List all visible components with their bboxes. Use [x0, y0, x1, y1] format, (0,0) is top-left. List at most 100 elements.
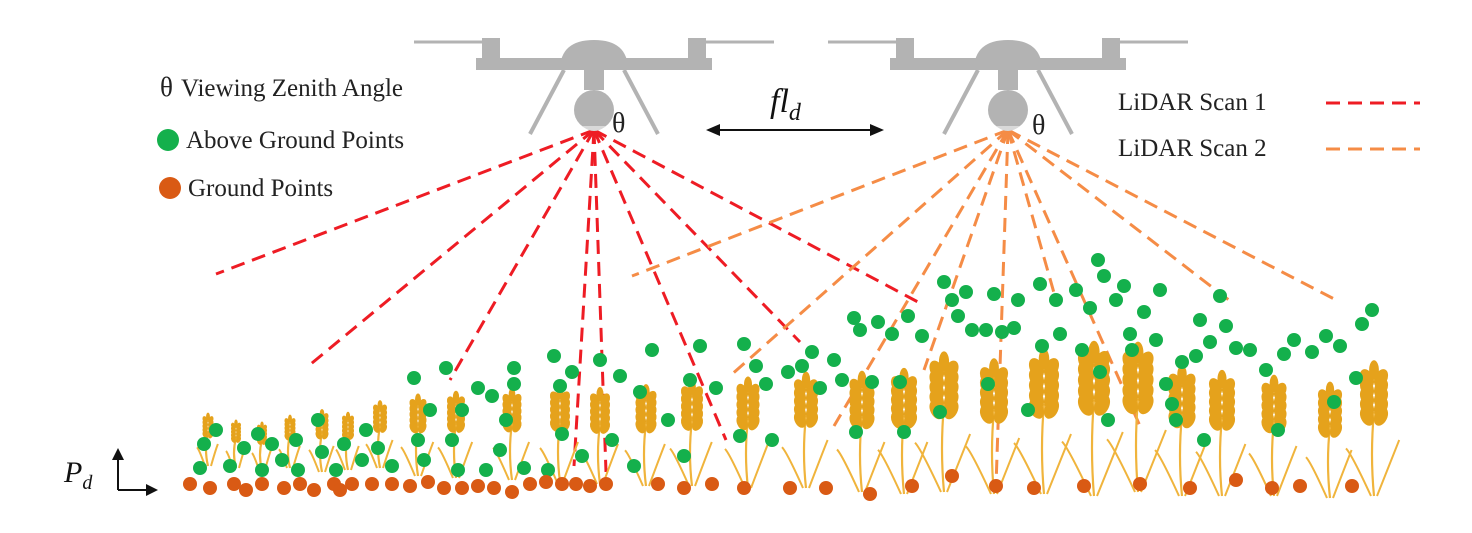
- wheat-leaf: [1106, 438, 1136, 493]
- above-ground-point: [683, 373, 697, 387]
- above-ground-point: [645, 343, 659, 357]
- position-axis: [112, 448, 158, 496]
- above-ground-point: [1049, 293, 1063, 307]
- ground-point: [333, 483, 347, 497]
- wheat-grain: [861, 412, 875, 430]
- axis-symbol: Pd: [63, 456, 93, 494]
- above-ground-point: [565, 365, 579, 379]
- ground-point: [1183, 481, 1197, 495]
- wheat-plant: [1305, 381, 1353, 499]
- wheat-leaf: [1376, 439, 1401, 497]
- wheat-grain: [599, 420, 611, 434]
- ground-point: [471, 479, 485, 493]
- wheat-grain: [736, 415, 749, 431]
- scan-beam: [593, 128, 919, 304]
- wheat-grain: [1208, 413, 1223, 431]
- ground-point: [705, 477, 719, 491]
- ground-point: [421, 475, 435, 489]
- above-ground-point: [1153, 283, 1167, 297]
- above-ground-point: [1327, 395, 1341, 409]
- ground-point: [819, 481, 833, 495]
- wheat-leaf: [1276, 445, 1298, 497]
- scan-beam: [592, 129, 608, 473]
- above-ground-point: [355, 453, 369, 467]
- above-ground-point: [1033, 277, 1047, 291]
- above-ground-point: [499, 413, 513, 427]
- above-ground-point: [733, 429, 747, 443]
- scan-beam: [448, 129, 596, 381]
- wheat-grain: [377, 400, 383, 410]
- above-ground-point: [445, 433, 459, 447]
- above-ground-point: [813, 381, 827, 395]
- legend-green-dot-icon: [157, 129, 179, 151]
- wheat-grain: [1325, 381, 1335, 399]
- above-ground-points: [193, 253, 1379, 477]
- above-ground-point: [479, 463, 493, 477]
- ground-point: [599, 477, 613, 491]
- wheat-stem: [1370, 411, 1376, 497]
- above-ground-point: [1213, 289, 1227, 303]
- wheat-grain: [943, 400, 959, 420]
- wheat-grain: [793, 411, 807, 428]
- rotor-motor: [482, 38, 500, 64]
- above-ground-point: [1109, 293, 1123, 307]
- drone-1-angle: θ: [612, 108, 625, 139]
- scan-beam: [994, 129, 1010, 487]
- above-ground-point: [805, 345, 819, 359]
- ground-point: [487, 481, 501, 495]
- ground-point: [905, 479, 919, 493]
- landing-leg: [942, 69, 980, 135]
- above-ground-point: [827, 353, 841, 367]
- above-ground-point: [605, 433, 619, 447]
- above-ground-point: [547, 349, 561, 363]
- scan-beam: [631, 128, 1009, 278]
- ground-point: [1293, 479, 1307, 493]
- gimbal-mount: [998, 70, 1018, 90]
- wheat-grain: [1181, 410, 1196, 429]
- ground-point: [455, 481, 469, 495]
- wheat-grain: [415, 393, 421, 406]
- wheat-grain: [508, 387, 516, 402]
- wheat-grain: [635, 419, 647, 434]
- above-ground-point: [507, 377, 521, 391]
- lidar-sensor: [988, 90, 1028, 130]
- above-ground-point: [1165, 397, 1179, 411]
- wheat-grain: [1177, 365, 1187, 384]
- wheat-plant: [539, 385, 579, 483]
- above-ground-point: [209, 423, 223, 437]
- scan-beam: [922, 129, 1010, 371]
- wheat-plant: [1106, 341, 1167, 493]
- gimbal-mount: [584, 70, 604, 90]
- ground-point: [345, 477, 359, 491]
- above-ground-point: [417, 453, 431, 467]
- scan-beam: [592, 129, 728, 441]
- above-ground-point: [1093, 365, 1107, 379]
- above-ground-point: [979, 323, 993, 337]
- wheat-leaf: [514, 441, 531, 481]
- above-ground-point: [593, 353, 607, 367]
- wheat-grain: [890, 411, 905, 429]
- above-ground-point: [959, 285, 973, 299]
- wheat-stem: [1090, 399, 1096, 497]
- above-ground-point: [901, 309, 915, 323]
- above-ground-point: [493, 443, 507, 457]
- above-ground-point: [455, 403, 469, 417]
- wheat-leaf: [562, 441, 579, 483]
- above-ground-point: [1243, 343, 1257, 357]
- sensor-lens: [582, 126, 606, 131]
- wheat-grain: [979, 405, 995, 424]
- wheat-leaf: [781, 446, 804, 489]
- wheat-grain: [202, 431, 209, 439]
- wheat-grain: [379, 423, 388, 433]
- wheat-grain: [903, 411, 918, 429]
- above-ground-point: [995, 325, 1009, 339]
- wheat-grain: [1217, 369, 1227, 389]
- ground-point: [437, 481, 451, 495]
- above-ground-point: [1229, 341, 1243, 355]
- wheat-plant: [877, 367, 929, 495]
- above-ground-point: [1123, 327, 1137, 341]
- above-ground-point: [945, 293, 959, 307]
- ground-point: [1027, 481, 1041, 495]
